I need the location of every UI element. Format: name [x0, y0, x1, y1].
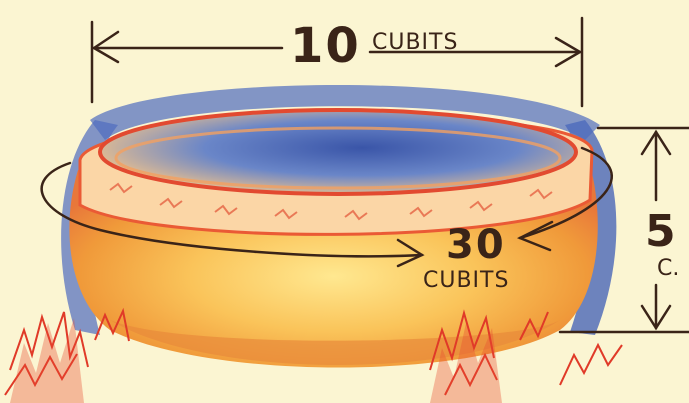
- height-value: 5: [645, 206, 678, 257]
- width-unit: CUBITS: [372, 30, 458, 55]
- flames-fill-left: [10, 318, 84, 403]
- height-unit: C.: [657, 256, 679, 281]
- width-value: 10: [290, 18, 361, 74]
- inner-bowl: [100, 110, 576, 194]
- circumference-value: 30: [446, 222, 506, 268]
- circumference-unit: CUBITS: [423, 268, 509, 293]
